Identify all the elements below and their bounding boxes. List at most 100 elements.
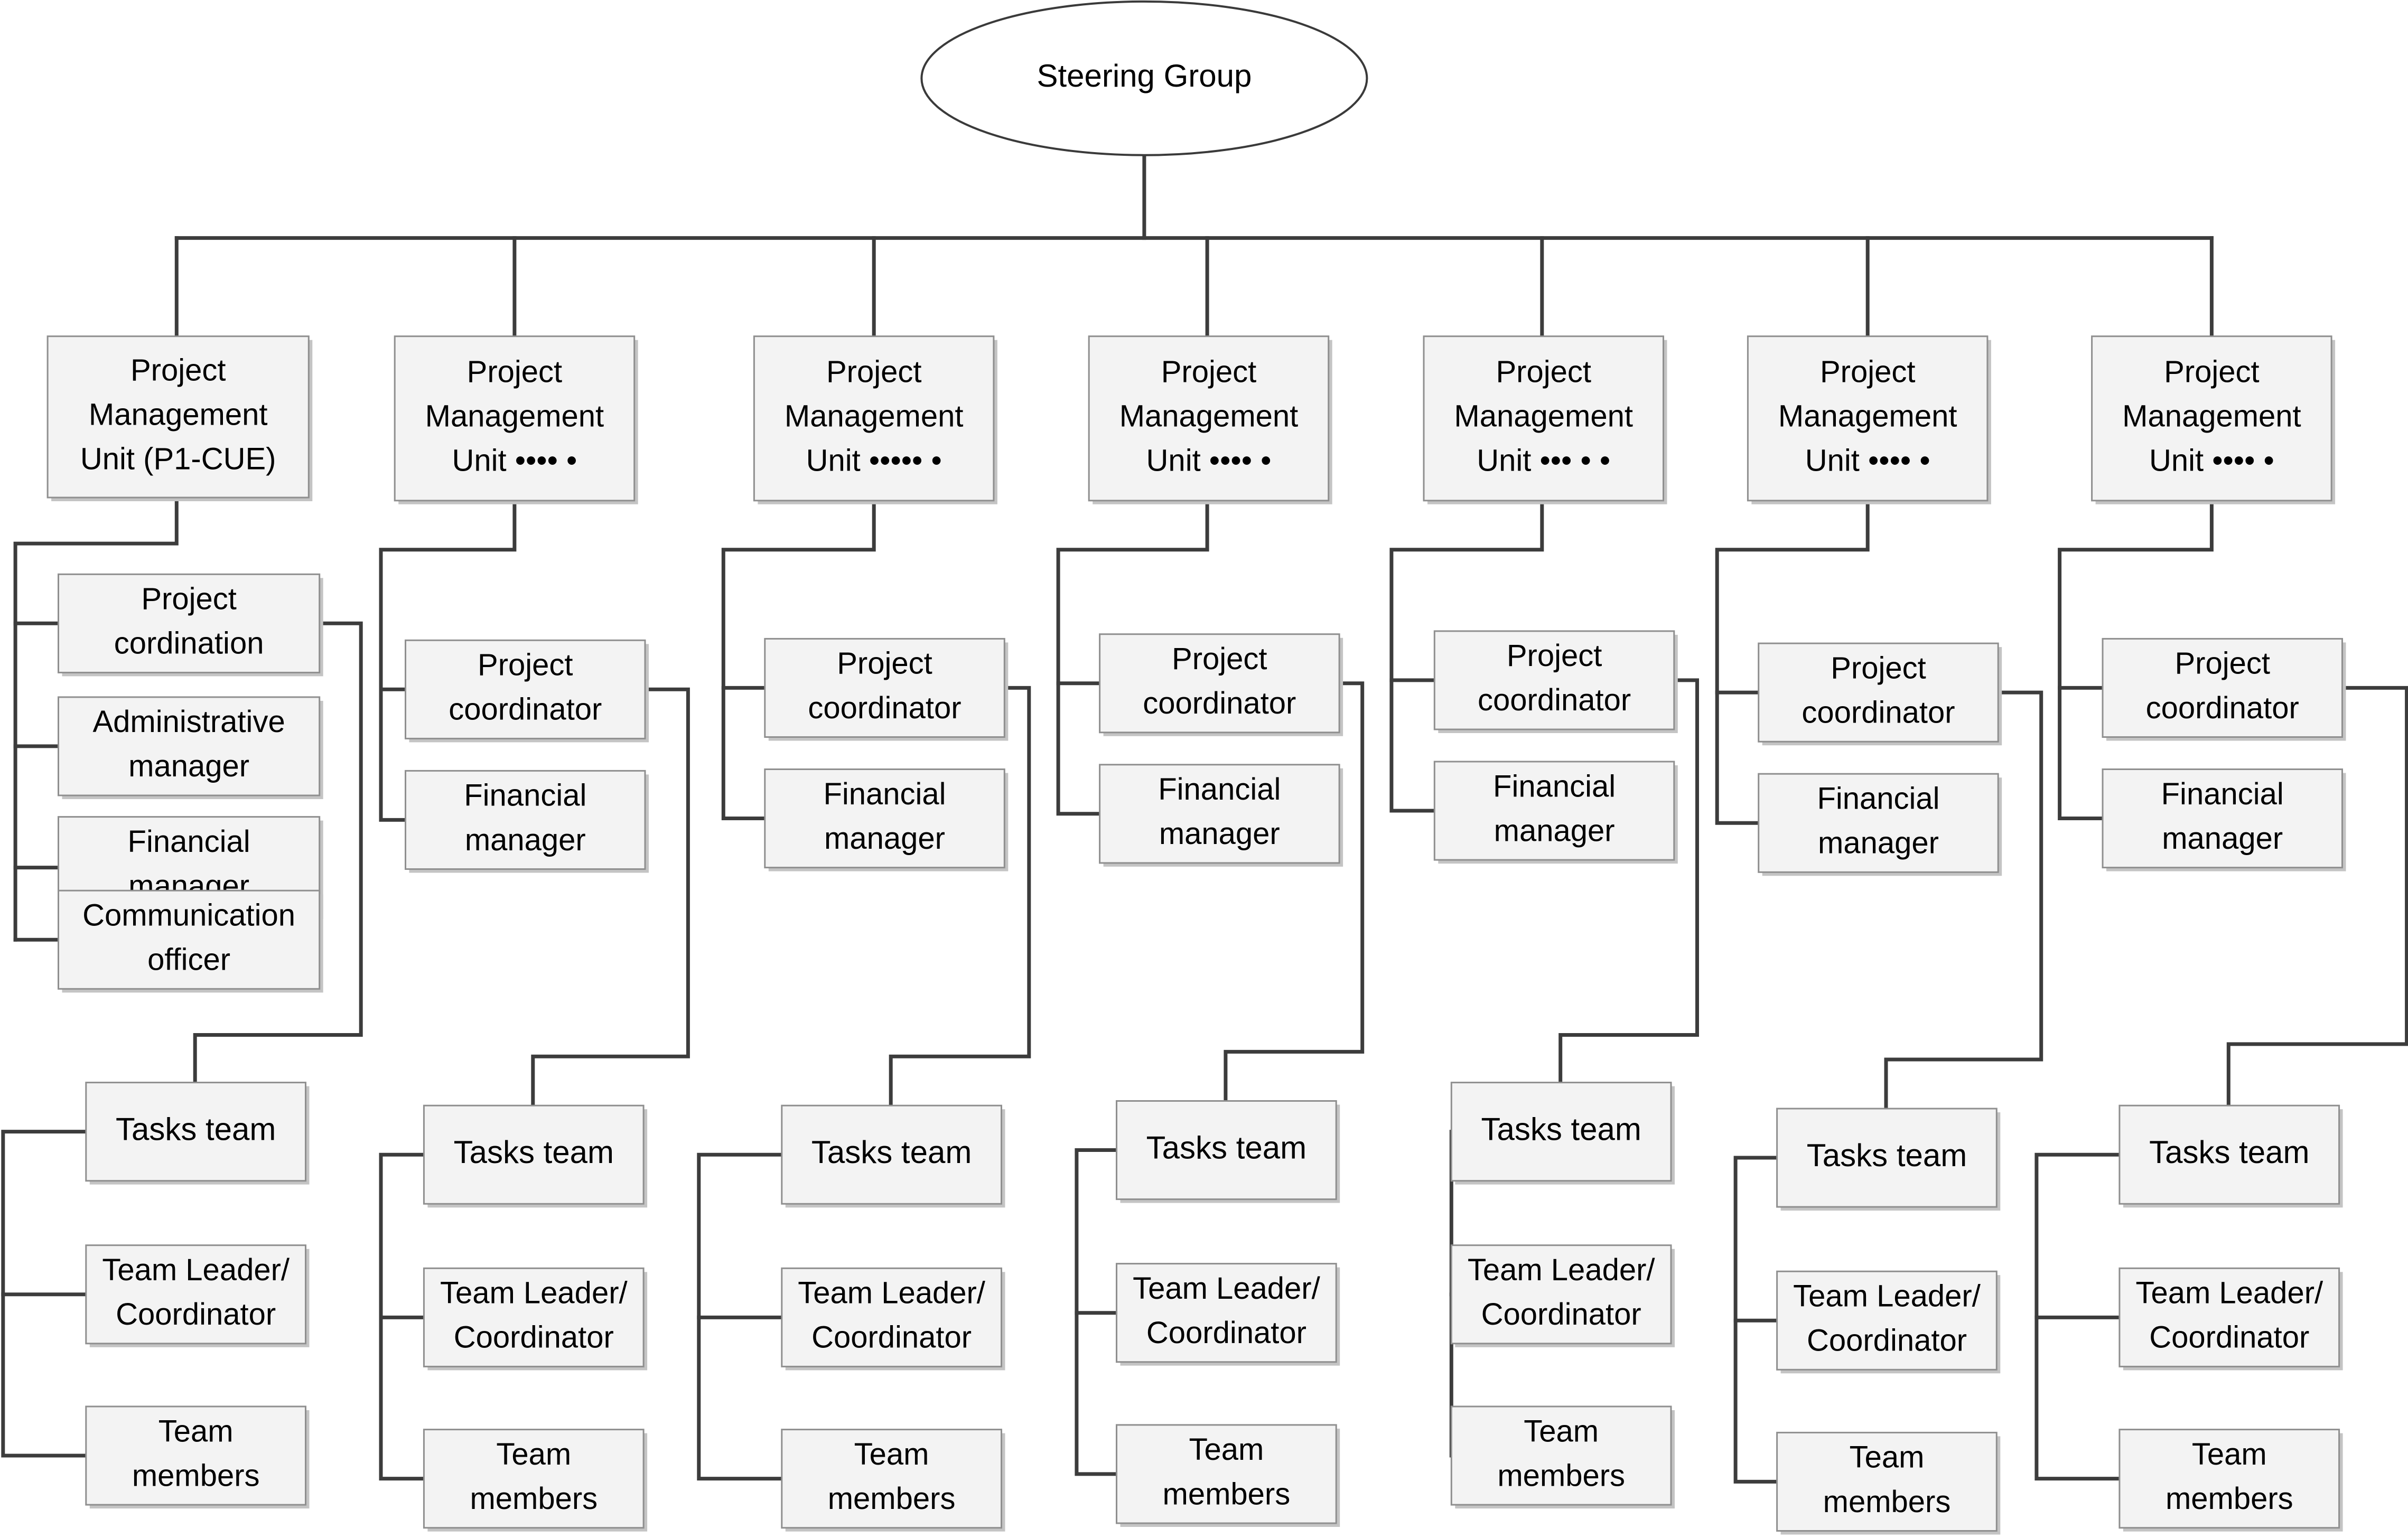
node-label-line: manager <box>2162 821 2283 856</box>
node-box <box>2102 637 2343 738</box>
node-label-line: Team Leader/ <box>1133 1271 1321 1306</box>
node-label-line: Tasks team <box>1146 1130 1306 1165</box>
node-label-line: Coordinator <box>2149 1320 2309 1355</box>
node-label-line: Project <box>1172 642 1267 676</box>
node-label-line: manager <box>1159 817 1280 851</box>
unit-4-team-link <box>1224 681 1365 1103</box>
node-box <box>58 889 321 990</box>
node-box <box>781 1429 1003 1529</box>
node-box <box>1450 1405 1672 1506</box>
node-label-line: Team <box>1524 1414 1599 1448</box>
unit-4-financial-manager-box: Financial manager <box>1099 764 1343 867</box>
unit-7-team-link <box>2226 686 2408 1108</box>
node-label-line: Unit •••• • <box>452 444 577 478</box>
node-box <box>1116 1263 1337 1363</box>
unit-2-team-leader-box: Team Leader/Coordinator <box>423 1267 648 1371</box>
node-label-line: Team Leader/ <box>2135 1276 2323 1310</box>
steering-group-node: Steering Group <box>920 0 1368 156</box>
unit-1-tasks-team-box: Tasks team <box>85 1082 310 1185</box>
node-box <box>1776 1270 1998 1371</box>
node-box <box>85 1244 307 1345</box>
node-label-line: Tasks team <box>454 1134 614 1170</box>
node-label-line: Management <box>2122 399 2301 434</box>
node-label-line: Unit ••••• • <box>806 444 942 478</box>
node-label-line: members <box>828 1481 956 1516</box>
node-label-line: Team Leader/ <box>1468 1253 1656 1287</box>
unit-6-team-link <box>1884 690 2043 1111</box>
node-box <box>1450 1244 1672 1345</box>
node-label-line: Administrative <box>92 705 285 739</box>
unit-4-team-leader-box: Team Leader/Coordinator <box>1116 1263 1340 1366</box>
node-label-line: Communication <box>82 898 295 933</box>
unit-3-project-coordinator-box: Project coordinator <box>764 637 1009 741</box>
node-box <box>405 770 646 870</box>
node-box <box>1776 1108 1998 1208</box>
unit-1-staff-box-4: Communication officer <box>58 889 323 993</box>
node-label-line: Unit •••• • <box>1805 444 1930 478</box>
node-label-line: Coordinator <box>811 1320 972 1355</box>
node-box <box>764 768 1005 869</box>
node-label-line: Unit •••• • <box>2149 444 2274 478</box>
unit-6-staff-spine <box>1715 499 1870 825</box>
node-box <box>1758 773 1999 873</box>
unit-4-staff-spine <box>1056 499 1209 816</box>
node-box <box>423 1267 645 1367</box>
node-label-line: Project <box>467 354 563 389</box>
node-label-line: Tasks team <box>811 1134 972 1170</box>
node-box <box>2118 1104 2340 1205</box>
node-label-line: coordinator <box>1802 696 1955 730</box>
node-box <box>1423 335 1664 502</box>
unit-5-staff-spine <box>1389 499 1544 813</box>
node-box <box>58 696 321 796</box>
node-box <box>423 1429 645 1529</box>
node-box <box>58 573 321 673</box>
node-label-line: Project <box>478 648 573 682</box>
connector-lines <box>1 153 2408 1484</box>
node-label-line: Team Leader/ <box>1793 1279 1981 1313</box>
node-label-line: Project <box>141 582 237 616</box>
node-label-line: officer <box>147 943 230 977</box>
node-label-line: Team <box>158 1414 234 1448</box>
node-box <box>1099 633 1340 734</box>
node-box <box>1433 761 1675 861</box>
node-label-line: Financial <box>823 777 946 811</box>
node-label-line: Team Leader/ <box>798 1276 986 1310</box>
unit-3-tasks-team-box: Tasks team <box>781 1104 1005 1208</box>
node-box <box>1099 764 1340 864</box>
node-box <box>2102 768 2343 869</box>
unit-2-team-link <box>531 687 690 1108</box>
node-box <box>85 1082 307 1182</box>
node-label-line: Project <box>837 646 932 681</box>
node-box <box>1433 630 1675 730</box>
node-label-line: Financial <box>1158 772 1281 806</box>
node-box <box>2118 1429 2340 1529</box>
node-label-line: Tasks team <box>2149 1134 2309 1170</box>
node-label-line: Management <box>785 399 964 434</box>
node-label-line: Management <box>1454 399 1633 434</box>
node-label-line: manager <box>824 821 945 856</box>
unit-3-team-link <box>889 686 1031 1108</box>
unit-6-tasks-team-box: Tasks team <box>1776 1108 2001 1211</box>
node-label-line: Team <box>1850 1440 1925 1475</box>
node-label-line: coordinator <box>2146 691 2299 725</box>
node-label-line: Project <box>2174 646 2270 681</box>
node-label-line: Team Leader/ <box>102 1253 290 1287</box>
node-label-line: Project <box>1161 354 1257 389</box>
node-label-line: Project <box>2164 354 2260 389</box>
node-label-line: Tasks team <box>1481 1111 1641 1147</box>
node-box <box>394 335 636 502</box>
node-label-line: coordinator <box>449 692 602 727</box>
node-label-line: Team <box>1189 1432 1264 1467</box>
unit-2-staff-spine <box>379 499 517 822</box>
unit-1-team-leader-box: Team Leader/Coordinator <box>85 1244 310 1347</box>
node-label-line: coordinator <box>808 691 961 725</box>
